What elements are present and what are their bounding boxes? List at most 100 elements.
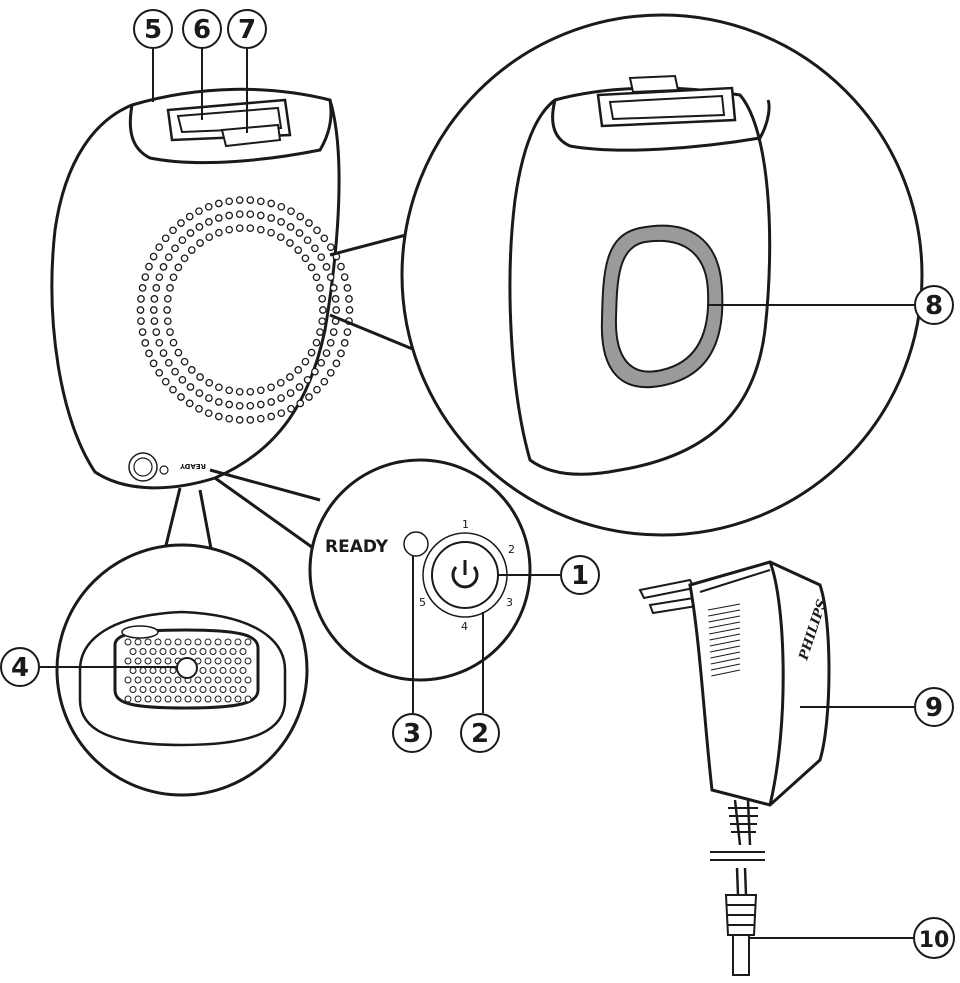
vent-dot xyxy=(145,349,153,358)
grille-dot xyxy=(199,648,207,655)
vent-dot xyxy=(169,338,178,347)
vent-dot xyxy=(246,210,255,219)
vent-dot xyxy=(187,366,196,374)
vent-dot xyxy=(205,218,213,226)
grille-dot xyxy=(129,667,137,674)
body-control-panel: READY xyxy=(128,452,206,482)
grille-dot xyxy=(134,638,142,646)
vent-dot xyxy=(320,377,329,386)
callout-1-label: 1 xyxy=(571,561,589,591)
grille-dot xyxy=(144,676,152,684)
vent-dot xyxy=(214,398,223,406)
grille-dot xyxy=(219,648,227,655)
vent-dot xyxy=(195,404,203,413)
vent-dot xyxy=(225,211,234,220)
ready-indicator-light xyxy=(403,531,429,557)
vent-dot xyxy=(256,386,265,395)
sensor-grille-dots xyxy=(124,638,252,703)
intensity-level-3: 3 xyxy=(506,596,513,609)
grille-dot xyxy=(139,667,147,674)
vent-dot xyxy=(296,212,305,221)
control-panel-detail: READY 1 2 3 4 5 xyxy=(325,518,515,633)
callout-9: 9 xyxy=(914,687,954,727)
callout-1: 1 xyxy=(560,555,600,595)
vent-dot xyxy=(195,389,204,397)
vent-dot xyxy=(307,263,316,272)
grille-dot xyxy=(244,638,252,646)
grille-dot xyxy=(154,657,162,665)
vent-dot xyxy=(276,378,285,387)
vent-dot xyxy=(332,306,341,314)
vent-dot xyxy=(171,244,179,253)
vent-dot xyxy=(205,378,214,387)
grille-dot xyxy=(179,648,187,655)
vent-dot xyxy=(256,400,265,409)
vent-dot xyxy=(277,202,286,211)
vent-dot xyxy=(318,294,327,303)
vent-dot xyxy=(337,349,345,358)
grille-dot xyxy=(244,676,252,684)
vent-dot xyxy=(149,306,158,314)
vent-dot xyxy=(286,239,294,247)
grille-dot xyxy=(174,638,182,646)
vent-dot xyxy=(138,284,147,292)
skin-sensor xyxy=(176,657,198,679)
vent-dot xyxy=(215,383,223,392)
vent-dot xyxy=(152,284,161,292)
grille-dot xyxy=(154,695,162,703)
vent-dot xyxy=(303,375,312,384)
vent-dot xyxy=(169,226,177,235)
grille-dot xyxy=(224,676,232,684)
grille-dot xyxy=(139,648,147,655)
grille-dot xyxy=(189,686,197,693)
vent-dot xyxy=(177,393,185,401)
vent-dot xyxy=(225,197,234,206)
grille-dot xyxy=(224,638,232,646)
callout-7-label: 7 xyxy=(238,15,256,45)
callout-4-label: 4 xyxy=(11,653,29,683)
body-ready-label: READY xyxy=(179,462,206,470)
vent-dot xyxy=(166,284,174,292)
grille-dot xyxy=(229,667,237,674)
vent-dot xyxy=(145,262,153,271)
grille-dot xyxy=(154,676,162,684)
vent-dot xyxy=(225,414,234,423)
vent-dot xyxy=(326,273,335,282)
vent-dot xyxy=(276,233,285,242)
vent-dot xyxy=(345,295,353,303)
grille-dot xyxy=(199,686,207,693)
vent-dot xyxy=(185,399,194,408)
grille-dot xyxy=(129,686,137,693)
vent-dot xyxy=(305,219,313,227)
grille-dot xyxy=(234,676,242,684)
grille-dot xyxy=(239,667,247,674)
power-icon xyxy=(451,560,479,589)
vent-dot xyxy=(343,328,352,336)
vent-dot xyxy=(294,246,303,254)
vent-dot xyxy=(169,273,178,282)
grille-dot xyxy=(234,695,242,703)
grille-dot xyxy=(124,695,132,703)
grille-dot xyxy=(169,686,177,693)
intensity-level-5: 5 xyxy=(419,596,426,609)
grille-dot xyxy=(204,638,212,646)
vent-dot xyxy=(277,409,286,418)
vent-slot xyxy=(709,633,741,641)
callout-6-label: 6 xyxy=(193,15,211,45)
vent-dot xyxy=(152,328,161,336)
vent-dot xyxy=(155,273,164,282)
callout-2: 2 xyxy=(460,713,500,753)
ready-label: READY xyxy=(325,537,389,557)
vent-dot xyxy=(225,400,234,409)
callout-6: 6 xyxy=(182,9,222,49)
vent-dot xyxy=(326,338,335,347)
vent-dot xyxy=(340,273,349,281)
vent-dot xyxy=(205,233,214,242)
vent-dot xyxy=(332,359,341,368)
grille-dot xyxy=(219,667,227,674)
grille-dot xyxy=(184,695,192,703)
vent-dot xyxy=(161,234,170,243)
vent-dot xyxy=(149,359,158,368)
grille-dot xyxy=(204,657,212,665)
